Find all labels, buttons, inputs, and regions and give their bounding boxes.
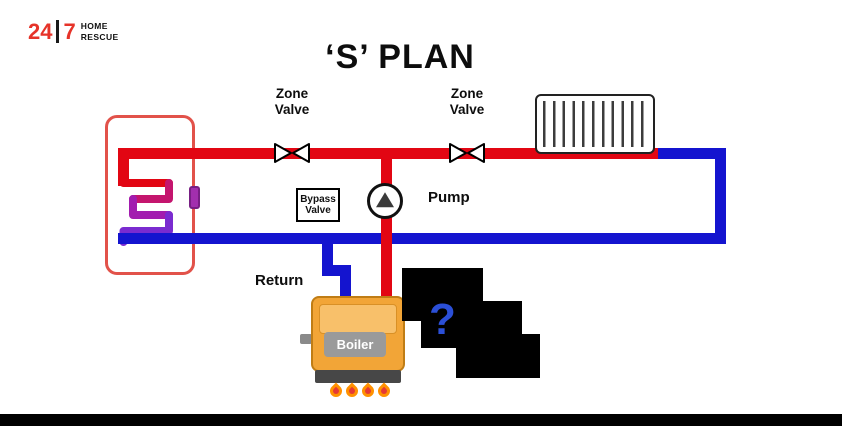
- brand-rescue: RESCUE: [80, 31, 119, 42]
- flame-icon: [343, 382, 361, 400]
- boiler-label: Boiler: [324, 332, 386, 357]
- pump-label: Pump: [428, 189, 470, 206]
- brand-text: HOME RESCUE: [81, 21, 119, 41]
- boiler-panel-icon: [319, 304, 397, 334]
- flame-core-icon: [347, 386, 357, 396]
- flame-core-icon: [331, 386, 341, 396]
- pump-arrow-icon: [376, 192, 394, 208]
- page-title: ‘S’ PLAN: [325, 38, 475, 76]
- return-pipe-boiler-drop: [322, 240, 333, 276]
- flame-core-icon: [379, 386, 389, 396]
- hidden-component-label: ?: [429, 295, 456, 344]
- zone-valve-right-icon: [449, 143, 485, 163]
- return-pipe-top-right: [650, 148, 726, 159]
- redaction-box: [456, 334, 540, 378]
- valve-right-wing: [292, 143, 310, 163]
- boiler-side-stub-icon: [300, 334, 312, 344]
- cylinder-thermostat-icon: [189, 186, 200, 209]
- radiator: [535, 94, 655, 154]
- flame-core-icon: [363, 386, 373, 396]
- return-pipe-boiler-elbow: [322, 265, 351, 276]
- cylinder-coil-icon: [119, 175, 173, 246]
- return-pipe-right-riser: [715, 148, 726, 244]
- return-pipe-boiler-inlet: [340, 265, 351, 300]
- radiator-fins-icon: [543, 101, 647, 147]
- bypass-valve-box: Bypass Valve: [296, 188, 340, 222]
- brand-7: 7: [63, 18, 76, 44]
- zone-valve-left-icon: [274, 143, 310, 163]
- hot-water-cylinder: [105, 115, 195, 275]
- valve-right-wing: [467, 143, 485, 163]
- brand-logo: 24 7 HOME RESCUE: [28, 20, 119, 43]
- valve-left-wing: [274, 143, 292, 163]
- boiler-base-icon: [315, 370, 401, 383]
- coil-segment-2: [129, 179, 173, 203]
- flow-pipe-boiler-riser: [381, 153, 392, 300]
- zone-valve-right-label: Zone Valve: [449, 86, 485, 117]
- flame-icon: [375, 382, 393, 400]
- pump-icon: [367, 183, 403, 219]
- coil-segment-1: [119, 175, 173, 187]
- flow-pipe-cylinder-drop: [118, 148, 129, 186]
- flame-icon: [359, 382, 377, 400]
- brand-separator: [56, 20, 60, 43]
- brand-24: 24: [28, 18, 53, 44]
- flame-icon: [327, 382, 345, 400]
- return-pipe-main: [118, 233, 726, 244]
- zone-valve-left-label: Zone Valve: [274, 86, 310, 117]
- footer-bar: [0, 414, 842, 426]
- brand-home: HOME: [80, 21, 108, 32]
- valve-left-wing: [449, 143, 467, 163]
- return-label: Return: [255, 272, 304, 289]
- coil-segment-3: [129, 195, 173, 219]
